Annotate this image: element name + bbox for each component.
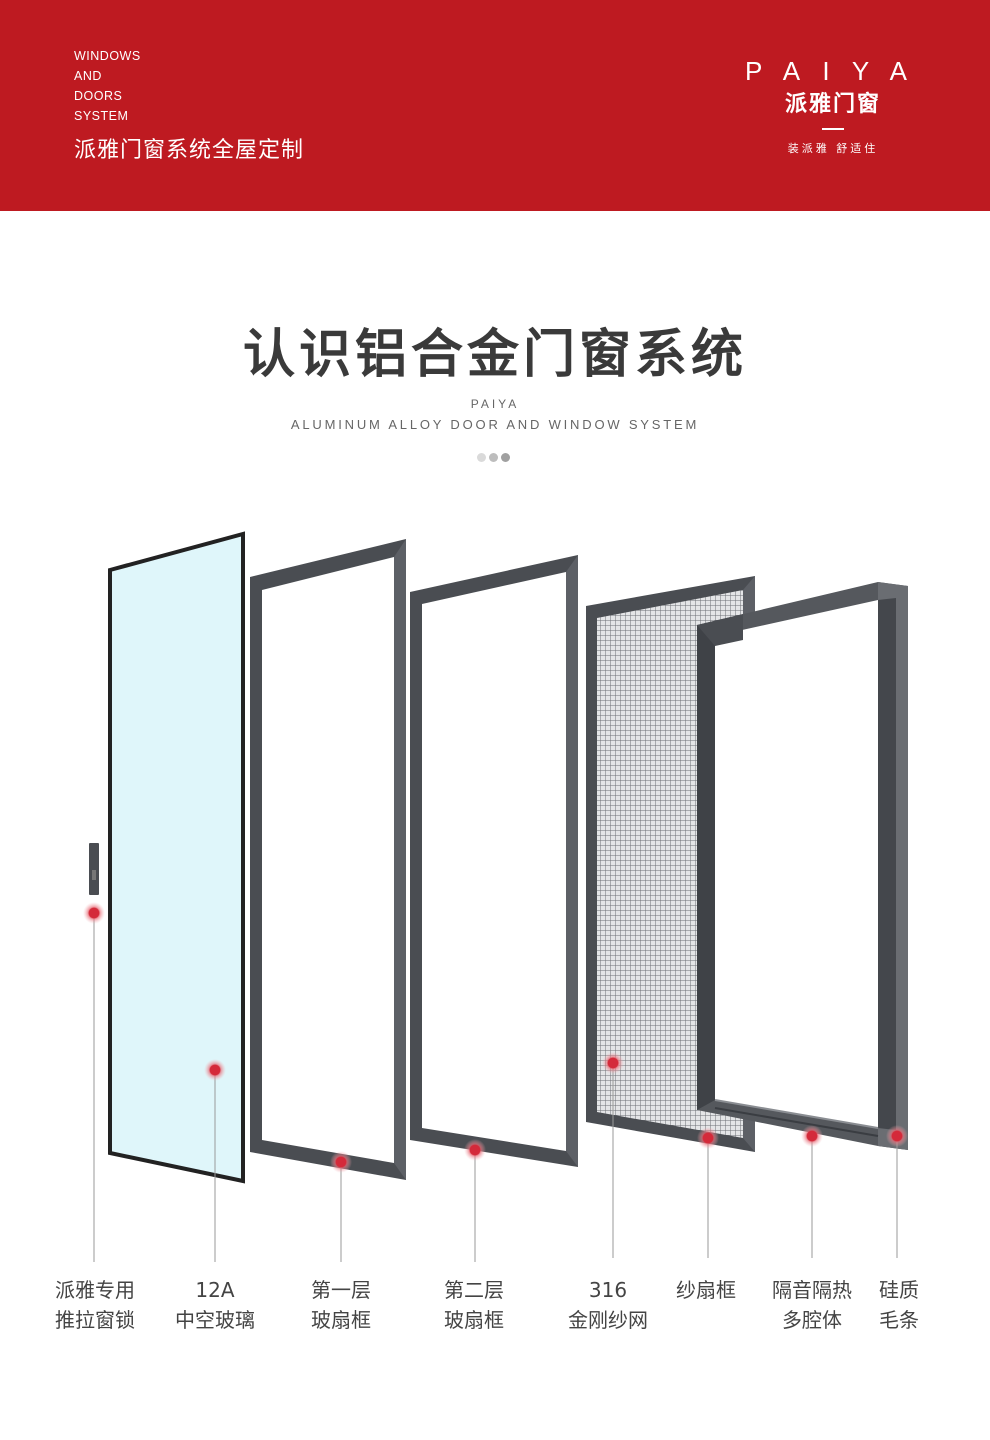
label-line: 推拉窗锁 <box>55 1308 135 1332</box>
label-first-sash: 第一层 玻扇框 <box>286 1275 396 1335</box>
hotspot-screen-sash[interactable] <box>697 1127 719 1149</box>
label-line: 第一层 <box>311 1278 371 1302</box>
hotspot-glass[interactable] <box>204 1059 226 1081</box>
label-line: 派雅专用 <box>55 1278 135 1302</box>
en-line: DOORS <box>74 89 123 103</box>
dot <box>477 453 486 462</box>
label-line: 硅质 <box>879 1278 919 1302</box>
pagination-dots <box>477 453 510 462</box>
hotspot-lock[interactable] <box>83 902 105 924</box>
label-line: 第二层 <box>444 1278 504 1302</box>
en-line: AND <box>74 69 102 83</box>
hotspot-multi-chamber[interactable] <box>801 1125 823 1147</box>
label-line: 多腔体 <box>782 1308 842 1332</box>
label-multi-chamber: 隔音隔热 多腔体 <box>762 1275 862 1335</box>
logo-divider <box>822 128 844 130</box>
label-insulated-glass: 12A 中空玻璃 <box>160 1275 270 1335</box>
label-line: 隔音隔热 <box>772 1278 852 1302</box>
logo-slogan: 装派雅 舒适住 <box>787 142 879 155</box>
header-banner: WINDOWS AND DOORS SYSTEM 派雅门窗系统全屋定制 PAIY… <box>0 0 990 211</box>
hotspot-mesh[interactable] <box>602 1052 624 1074</box>
label-window-lock: 派雅专用 推拉窗锁 <box>40 1275 150 1335</box>
label-line: 毛条 <box>879 1308 919 1332</box>
label-line: 12A <box>195 1278 235 1302</box>
first-glass-sash-frame <box>250 539 406 1180</box>
en-line: SYSTEM <box>74 109 129 123</box>
subtitle-brand: PAIYA <box>470 397 520 411</box>
label-line: 中空玻璃 <box>175 1308 255 1332</box>
subtitle-english: ALUMINUM ALLOY DOOR AND WINDOW SYSTEM <box>290 417 700 432</box>
label-diamond-mesh: 316 金刚纱网 <box>553 1275 663 1335</box>
logo-cn-name: 派雅门窗 <box>784 92 881 117</box>
hotspot-first-sash[interactable] <box>330 1151 352 1173</box>
page-title: 认识铝合金门窗系统 <box>242 325 747 385</box>
label-seal-strip: 硅质 毛条 <box>866 1275 932 1335</box>
label-line: 玻扇框 <box>444 1308 504 1332</box>
brand-logo: PAIYA 派雅门窗 装派雅 舒适住 <box>742 58 924 156</box>
outer-main-frame <box>697 582 908 1150</box>
en-line: WINDOWS <box>74 49 141 63</box>
dot <box>501 453 510 462</box>
second-glass-sash-frame <box>410 555 578 1167</box>
label-screen-sash: 纱扇框 <box>661 1275 751 1305</box>
logo-wordmark: PAIYA <box>745 58 921 84</box>
window-lock-icon <box>89 843 99 895</box>
label-line: 玻扇框 <box>311 1308 371 1332</box>
label-line: 纱扇框 <box>676 1278 736 1302</box>
hotspot-second-sash[interactable] <box>464 1139 486 1161</box>
glass-pane <box>108 531 245 1184</box>
leader-lines <box>93 913 898 1262</box>
logo-wordmark-text: PAIYA <box>745 58 921 84</box>
label-line: 金刚纱网 <box>568 1308 648 1332</box>
label-second-sash: 第二层 玻扇框 <box>419 1275 529 1335</box>
label-line: 316 <box>588 1278 628 1302</box>
header-tagline: 派雅门窗系统全屋定制 <box>74 138 305 163</box>
dot <box>489 453 498 462</box>
hotspot-seal-strip[interactable] <box>886 1125 908 1147</box>
header-en-text: WINDOWS AND DOORS SYSTEM <box>74 46 141 126</box>
hotspot-markers <box>83 902 908 1173</box>
